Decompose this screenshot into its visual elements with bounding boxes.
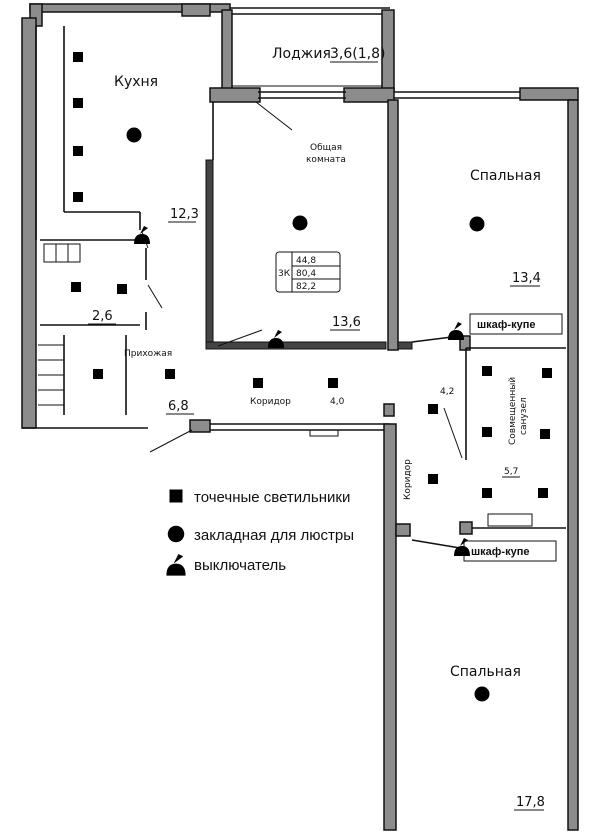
legend-chandelier: закладная для люстры xyxy=(194,527,354,544)
spot-light-icon xyxy=(73,146,83,156)
switch-icon xyxy=(134,226,150,244)
bedroom2-area: 17,8 xyxy=(516,795,545,810)
spot-light-icon xyxy=(328,378,338,388)
corridor2-label: Коридор xyxy=(403,459,413,500)
wardrobe-label-top: шкаф-купе xyxy=(469,313,563,335)
legend-switch-icon xyxy=(166,554,186,576)
legend-chandelier-icon xyxy=(167,525,185,543)
bath-area: 2,6 xyxy=(92,309,113,324)
combined-bath-area: 5,7 xyxy=(504,467,518,477)
spot-light-icon xyxy=(428,474,438,484)
wardrobe-label-bottom: шкаф-купе xyxy=(463,540,557,562)
common-room-area: 13,6 xyxy=(332,315,361,330)
legend-switch: выключатель xyxy=(194,557,286,574)
total-with-loggia-area: 82,2 xyxy=(296,282,316,292)
spot-light-icon xyxy=(540,429,550,439)
legend: точечные светильники закладная для люстр… xyxy=(166,489,354,576)
spot-light-icon xyxy=(253,378,263,388)
legend-spot-lights: точечные светильники xyxy=(194,489,350,506)
legend-spot-light-icon xyxy=(169,489,183,503)
spot-light-icon xyxy=(71,282,81,292)
apartment-summary: 3К 44,8 80,4 82,2 xyxy=(275,251,341,293)
door-lines xyxy=(141,101,463,459)
kitchen-label: Кухня xyxy=(114,74,158,90)
living-area: 44,8 xyxy=(296,256,316,266)
bedroom1-area: 13,4 xyxy=(512,271,541,286)
spot-light-icon xyxy=(93,369,103,379)
loggia-label: Лоджия xyxy=(272,46,331,62)
room-labels: Лоджия 3,6(1,8) Кухня 12,3 Общая комната… xyxy=(88,46,545,811)
spot-light-icon xyxy=(482,488,492,498)
combined-bath-label-2: санузел xyxy=(519,397,529,435)
hallway-label: Прихожая xyxy=(124,349,172,359)
corridor2-area: 4,2 xyxy=(440,387,454,397)
spot-light-icon xyxy=(73,98,83,108)
chandelier-icon xyxy=(292,215,308,231)
spot-light-icon xyxy=(73,192,83,202)
chandelier-icon xyxy=(126,127,142,143)
switch-icon xyxy=(268,330,284,348)
switch-icon xyxy=(448,322,464,340)
common-room-label: Общая xyxy=(310,143,342,153)
spot-light-icon xyxy=(482,427,492,437)
hallway-area: 6,8 xyxy=(168,399,189,414)
spot-light-icon xyxy=(428,404,438,414)
spot-light-icon xyxy=(538,488,548,498)
wardrobe-bottom-text: шкаф-купе xyxy=(471,546,529,558)
spot-light-icon xyxy=(542,368,552,378)
spot-light-icon xyxy=(165,369,175,379)
bedroom2-label: Спальная xyxy=(450,664,521,680)
walls xyxy=(21,3,579,831)
common-room-label-2: комната xyxy=(306,155,346,165)
rooms-code: 3К xyxy=(278,269,291,279)
combined-bath-label: Совмещенный xyxy=(508,377,518,445)
kitchen-area: 12,3 xyxy=(170,207,199,222)
spot-light-icon xyxy=(73,52,83,62)
spot-light-icon xyxy=(117,284,127,294)
chandelier-icon xyxy=(469,216,485,232)
loggia-area: 3,6(1,8) xyxy=(330,46,385,62)
total-area: 80,4 xyxy=(296,269,316,279)
chandelier-icon xyxy=(474,686,490,702)
corridor1-label: Коридор xyxy=(250,397,291,407)
corridor1-area: 4,0 xyxy=(330,397,345,407)
bedroom1-label: Спальная xyxy=(470,168,541,184)
wardrobe-top-text: шкаф-купе xyxy=(477,319,535,331)
spot-light-icon xyxy=(482,366,492,376)
